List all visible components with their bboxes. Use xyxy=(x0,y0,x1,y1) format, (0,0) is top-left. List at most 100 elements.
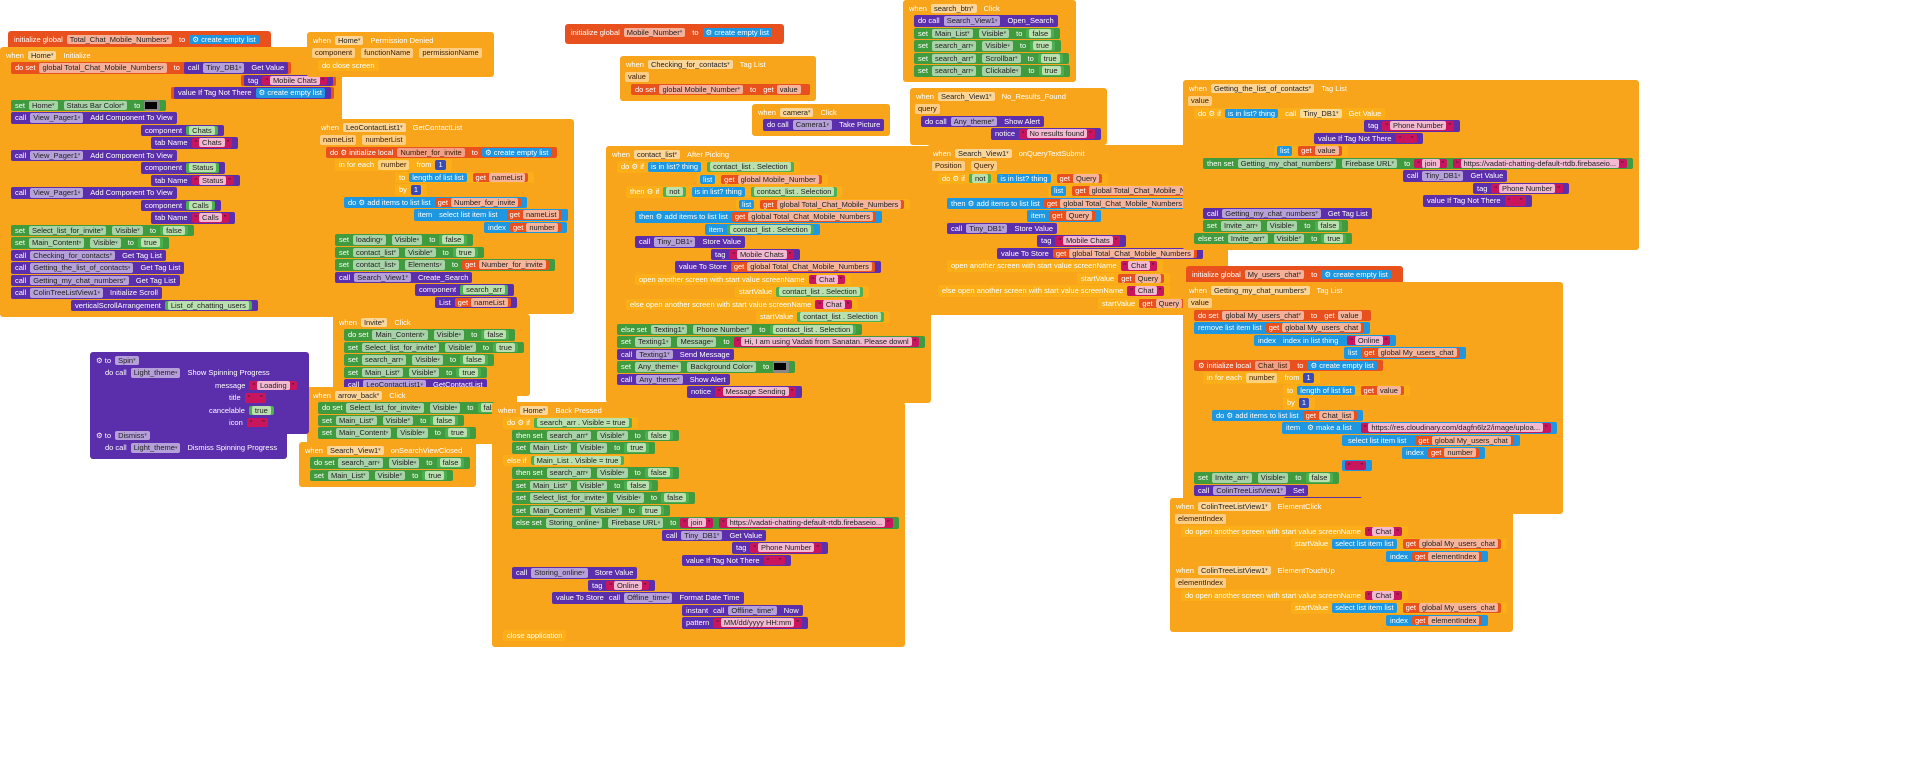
list-block[interactable]: length of list list xyxy=(1297,385,1355,395)
string-value[interactable]: Chat xyxy=(1372,590,1395,600)
component-dropdown[interactable]: ColinTreeListView1 xyxy=(1197,501,1271,511)
call-statement[interactable]: tab Name“Calls” xyxy=(151,212,236,224)
string-value[interactable]: No results found xyxy=(1026,129,1088,139)
text-string-block[interactable]: “MM/dd/yyyy HH:mm” xyxy=(713,618,802,628)
component-dropdown[interactable]: Light_theme xyxy=(130,443,181,453)
component-dropdown[interactable]: Search_View1 xyxy=(954,148,1012,158)
component-dropdown[interactable]: View_Pager1 xyxy=(30,150,84,160)
component-dropdown[interactable]: Visible xyxy=(445,342,476,352)
component-dropdown[interactable]: Home xyxy=(29,100,58,110)
component-dropdown[interactable]: Visible xyxy=(382,415,414,425)
list-block[interactable]: ⚙ create empty list xyxy=(702,27,772,37)
parameter-name[interactable]: number xyxy=(378,160,410,170)
text-string-block[interactable]: “Chat” xyxy=(1127,286,1165,296)
call-statement[interactable]: tag“Phone Number” xyxy=(1473,182,1569,194)
string-value[interactable]: Loading xyxy=(256,380,290,390)
value-block[interactable]: contact_list . Selection xyxy=(727,224,814,234)
call-statement[interactable]: tab Name“Chats” xyxy=(151,137,239,149)
component-dropdown[interactable]: Storing_online xyxy=(545,518,603,528)
variable-name-dropdown[interactable]: global Total_Chat_Mobile_Numbers xyxy=(776,199,902,209)
list-block[interactable]: list xyxy=(1051,186,1067,196)
set-statement[interactable]: setcontact_listElementstogetNumber_for_i… xyxy=(335,259,555,271)
component-dropdown[interactable]: View_Pager1 xyxy=(30,188,84,198)
component-dropdown[interactable]: Getting_my_chat_numbers xyxy=(1210,285,1310,295)
component-dropdown[interactable]: contact_list xyxy=(353,247,400,257)
variable-name-dropdown[interactable]: global My_users_chat xyxy=(1431,435,1511,445)
component-dropdown[interactable]: Offline_time xyxy=(728,605,777,615)
ev-statement[interactable]: elementIndex xyxy=(1172,577,1233,589)
text-string-block[interactable]: “Online” xyxy=(606,580,650,590)
value-block[interactable]: false xyxy=(430,415,459,425)
parameter-name[interactable]: nameList xyxy=(320,135,357,145)
ev-statement[interactable]: value xyxy=(1185,297,1218,309)
value-block[interactable]: false xyxy=(661,493,689,503)
value-block[interactable]: Main_List . Visible = true xyxy=(530,455,625,465)
list-block[interactable]: select list item list xyxy=(1332,539,1397,549)
component-dropdown[interactable]: Main_List xyxy=(336,415,377,425)
component-dropdown[interactable]: Main_Content xyxy=(372,330,428,340)
call-statement[interactable]: pattern“MM/dd/yyyy HH:mm” xyxy=(682,617,808,629)
value-block[interactable]: true xyxy=(444,428,470,438)
string-value[interactable]: Chats xyxy=(199,138,225,148)
set-statement[interactable]: setloadingVisibletofalse xyxy=(335,234,474,246)
text-string-block[interactable]: “Phone Number” xyxy=(750,543,822,553)
component-dropdown[interactable]: Select_list_for_invite xyxy=(346,403,424,413)
ev-statement[interactable]: value xyxy=(622,71,655,83)
value-block[interactable]: List_of_chatting_users xyxy=(164,300,252,310)
component-dropdown[interactable]: Any_theme xyxy=(635,362,682,372)
call-statement[interactable]: callTexting1Send Message xyxy=(617,348,734,360)
call-statement[interactable]: tag“Mobile Chats” xyxy=(244,74,334,86)
text-string-block[interactable]: “join” xyxy=(680,518,714,528)
text-string-block[interactable]: “” xyxy=(763,555,785,565)
value-block[interactable]: false xyxy=(439,235,468,245)
variable-name-dropdown[interactable]: global Total_Chat_Mobile_Numbers xyxy=(1060,198,1185,208)
home-permission-denied-block[interactable]: whenHomePermission Deniedcomponentfuncti… xyxy=(307,32,494,77)
string-value[interactable]: https://vadati-chatting-default-rtdb.fir… xyxy=(1460,158,1620,168)
text-string-block[interactable]: “Online” xyxy=(1347,335,1391,345)
component-dropdown[interactable]: Main_List xyxy=(932,28,973,38)
value-block[interactable]: Status xyxy=(186,163,220,173)
variable-name-dropdown[interactable]: value xyxy=(1337,310,1362,320)
variable-name-dropdown[interactable]: nameList xyxy=(471,297,508,307)
list-block[interactable]: ⚙ create empty list xyxy=(255,88,325,98)
value-block[interactable]: not xyxy=(968,173,992,183)
component-dropdown[interactable]: Home xyxy=(519,405,549,415)
text-string-block[interactable]: “Chat” xyxy=(1120,261,1158,271)
component-dropdown[interactable]: Search_View1 xyxy=(326,445,384,455)
